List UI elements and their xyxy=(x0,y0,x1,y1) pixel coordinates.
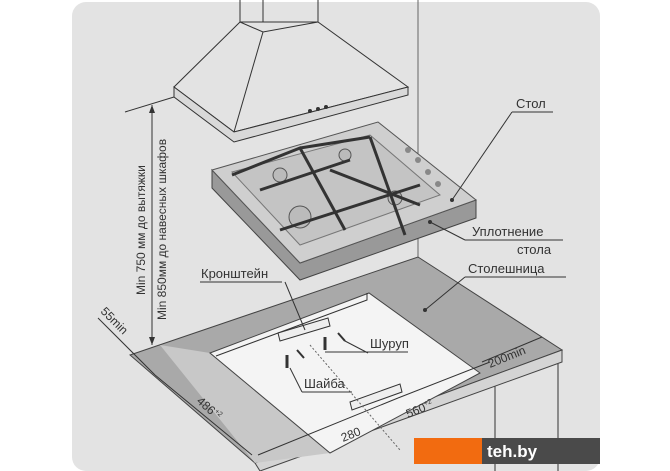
gas-hob xyxy=(211,121,478,281)
hood-height-dimension: Min 750 мм до вытяжки xyxy=(134,165,148,295)
countertop xyxy=(129,256,564,471)
label-bracket: Кронштейн xyxy=(201,266,268,281)
label-screw: Шуруп xyxy=(370,336,409,351)
label-table: Стол xyxy=(516,96,546,111)
cabinet-height-dimension: Min 850мм до навесных шкафов xyxy=(155,139,169,320)
mounting-hardware xyxy=(277,317,403,451)
dimension-lines xyxy=(97,96,543,456)
label-seal-2: стола xyxy=(517,242,552,257)
label-washer: Шайба xyxy=(304,376,346,391)
watermark-logo: teh.by xyxy=(414,438,600,464)
label-seal: Уплотнение xyxy=(472,224,543,239)
watermark-text: teh.by xyxy=(487,442,538,461)
label-countertop: Столешница xyxy=(468,261,545,276)
